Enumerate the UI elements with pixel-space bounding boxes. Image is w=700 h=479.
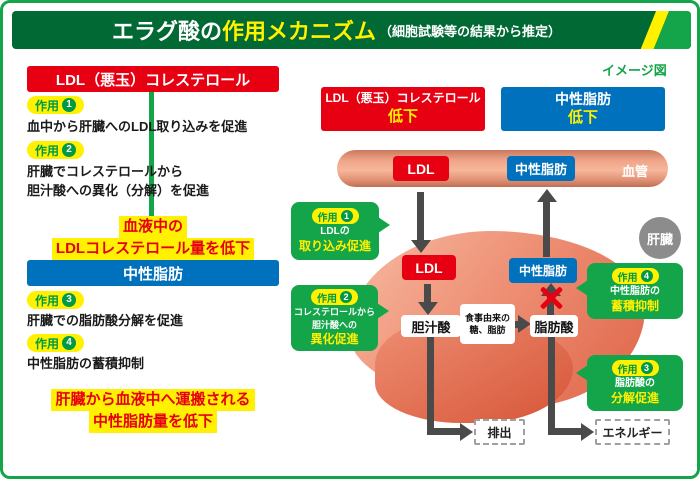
action-2-bubble-badge-number: 2 [340, 291, 352, 303]
action-4-bubble-pointer [576, 280, 588, 296]
vessel-triglyceride-box: 中性脂肪 [507, 156, 575, 181]
header-bar: エラグ酸の 作用メカニズム （細胞試験等の結果から推定） [12, 11, 691, 49]
tg-result-line2: 中性脂肪量を低下 [88, 411, 217, 433]
ldl-result-highlight: 血液中の LDLコレステロール量を低下 [27, 216, 279, 260]
action-2-text-line2: 胆汁酸への異化（分解）を促進 [27, 183, 210, 198]
arrow-bile-to-excretion-horizontal [427, 428, 462, 435]
action-1-bubble-badge-number: 1 [340, 210, 353, 222]
action-3-text: 肝臓での脂肪酸分解を促進 [27, 313, 184, 328]
vessel-ldl-box: LDL [393, 156, 449, 181]
arrow-diet-to-fatty-acid-line [513, 321, 520, 328]
blocked-cross-icon [537, 284, 565, 312]
liver-ldl-box: LDL [402, 255, 456, 280]
arrow-ldl-uptake-head [411, 240, 431, 253]
diagram-tg-header: 中性脂肪 低下 [501, 87, 665, 131]
connector-line [149, 91, 154, 217]
diagram-ldl-header-title: LDL（悪玉）コレステロール [325, 91, 481, 106]
action-2-text: 肝臓でコレステロールから 胆汁酸への異化（分解）を促進 [27, 162, 209, 200]
action-3-bubble-badge-label: 作用 [617, 364, 638, 376]
action-2-bubble-badge-label: 作用 [317, 293, 337, 305]
dietary-intake-box: 食事由来の 糖、脂肪 [460, 304, 515, 344]
ldl-result-line1: 血液中の [118, 216, 187, 238]
action-1-bubble-line2: 取り込み促進 [298, 239, 371, 253]
arrow-fatty-acid-to-energy-head [581, 423, 594, 441]
tg-result-line1: 肝臓から血液中へ運搬される [51, 389, 255, 411]
arrow-ldl-to-bile-head [418, 302, 438, 315]
diagram-ldl-header-result: 低下 [387, 108, 418, 126]
action-2-badge-number: 2 [62, 143, 77, 157]
action-4-badge-number: 4 [62, 336, 77, 350]
action-2-bubble-line1: コレステロールから [294, 307, 376, 317]
dietary-intake-line1: 食事由来の [464, 313, 510, 323]
diagram-ldl-header: LDL（悪玉）コレステロール 低下 [321, 87, 485, 131]
liver-triglyceride-box: 中性脂肪 [509, 258, 577, 283]
action-1-badge-number: 1 [62, 98, 77, 112]
action-4-badge-label: 作用 [35, 336, 60, 351]
arrow-ldl-uptake-line [417, 192, 424, 241]
action-3-badge-number: 3 [62, 293, 77, 307]
action-4-bubble-line2: 蓄積抑制 [610, 299, 659, 313]
action-2-bubble-pointer [377, 303, 389, 319]
arrow-tg-release-line [543, 201, 550, 257]
arrow-ldl-to-bile-line [424, 284, 431, 304]
diagram-tg-header-title: 中性脂肪 [555, 91, 611, 108]
action-3-bubble-line2: 分解促進 [610, 391, 659, 405]
action-4-text: 中性脂肪の蓄積抑制 [27, 356, 145, 371]
action-3-bubble-line1: 脂肪酸の [615, 378, 655, 389]
arrow-tg-release-head [537, 189, 557, 202]
action-1-badge-label: 作用 [35, 98, 60, 113]
bile-acid-label: 胆汁酸 [401, 315, 461, 337]
dietary-intake-line2: 糖、脂肪 [469, 325, 506, 335]
energy-box: エネルギー [595, 419, 670, 445]
action-2-bubble-line3: 異化促進 [310, 332, 359, 346]
diagram-tg-header-result: 低下 [567, 109, 598, 127]
triglyceride-section-banner: 中性脂肪 [27, 260, 279, 286]
action-2-badge-label: 作用 [35, 143, 60, 158]
blood-vessel-label: 血管 [622, 164, 649, 179]
arrow-fatty-acid-to-energy-horizontal [548, 428, 583, 435]
action-1-bubble-pointer [378, 217, 390, 233]
ldl-result-line2: LDLコレステロール量を低下 [51, 238, 255, 260]
action-4-bubble-badge-number: 4 [640, 270, 653, 282]
action-2-bubble-line2: 胆汁酸への [311, 320, 357, 330]
arrow-diet-to-fatty-acid-head [518, 315, 531, 333]
fatty-acid-label: 脂肪酸 [530, 315, 578, 337]
action-3-bubble-badge-number: 3 [640, 362, 653, 374]
ldl-section-banner: LDL（悪玉）コレステロール [27, 66, 279, 92]
action-2-text-line1: 肝臓でコレステロールから [27, 164, 184, 179]
action-3-bubble-pointer [576, 365, 588, 381]
action-1-text: 血中から肝臓へのLDL取り込みを促進 [27, 119, 248, 134]
excretion-box: 排出 [474, 419, 525, 445]
arrow-bile-to-excretion-vertical [427, 337, 434, 435]
triglyceride-result-highlight: 肝臓から血液中へ運搬される 中性脂肪量を低下 [27, 389, 279, 433]
page-title-part2: 作用メカニズム [221, 19, 376, 44]
image-caption: イメージ図 [602, 63, 667, 78]
blood-vessel [337, 150, 668, 187]
arrow-fatty-acid-to-energy-vertical [548, 337, 555, 435]
action-3-badge-label: 作用 [35, 293, 60, 308]
liver-label-circle: 肝臓 [639, 217, 681, 259]
action-1-bubble-line1: LDLの [320, 226, 350, 237]
action-1-bubble-badge-label: 作用 [317, 212, 338, 224]
action-4-bubble-badge-label: 作用 [617, 272, 638, 284]
action-4-bubble-line1: 中性脂肪の [610, 286, 660, 297]
page-title-part1: エラグ酸の [111, 19, 222, 44]
page-subtitle: （細胞試験等の結果から推定） [379, 23, 562, 39]
arrow-bile-to-excretion-head [460, 423, 473, 441]
